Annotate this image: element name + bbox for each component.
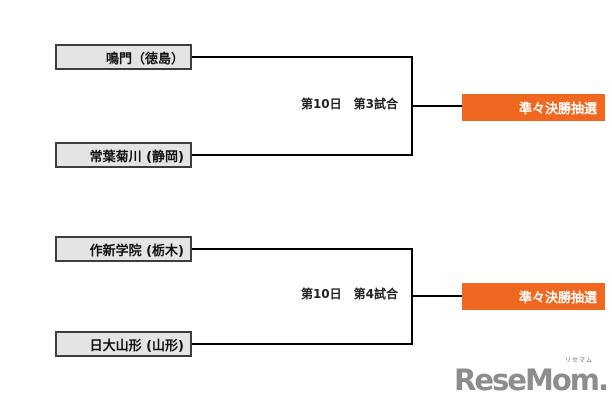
bracket-line — [411, 56, 413, 156]
bracket-line — [192, 154, 413, 156]
resemom-logo-text: ReseMom. — [454, 363, 609, 397]
team-box-naruto: 鳴門（徳島） — [55, 44, 192, 70]
bracket-line — [413, 105, 462, 107]
bracket-line — [192, 343, 413, 345]
match-label-game4: 第10日 第4試合 — [300, 287, 398, 301]
result-box-quarterfinal-draw-2: 準々決勝抽選 — [462, 283, 605, 310]
team-box-sakushin-gakuin: 作新学院 (栃木) — [55, 236, 192, 262]
match-label-game3: 第10日 第3試合 — [300, 97, 398, 111]
result-box-quarterfinal-draw-1: 準々決勝抽選 — [462, 94, 605, 121]
team-box-nichidai-yamagata: 日大山形 (山形) — [55, 331, 192, 357]
bracket-line — [413, 295, 462, 297]
resemom-logo: リセマム ReseMom. — [454, 357, 609, 397]
resemom-logo-ruby: リセマム — [564, 357, 593, 364]
team-box-tokoha-kikugawa: 常葉菊川 (静岡) — [55, 142, 192, 168]
bracket-line — [192, 248, 413, 250]
bracket-line — [411, 248, 413, 345]
bracket-line — [192, 56, 413, 58]
